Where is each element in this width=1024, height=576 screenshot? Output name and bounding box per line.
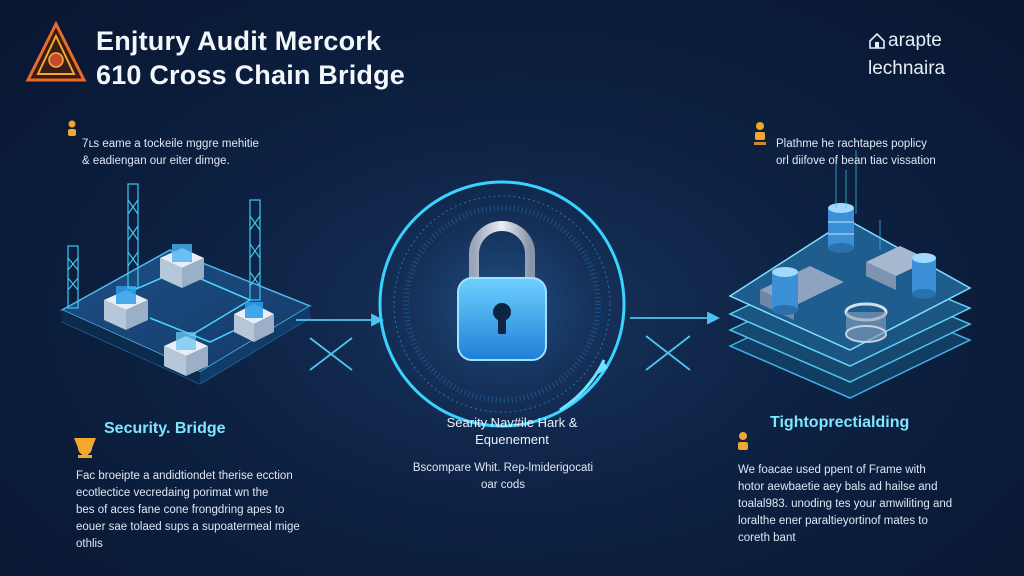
storage-cylinder bbox=[828, 203, 854, 253]
note-line: Bscompare Whit. Rep-lmiderigocati bbox=[412, 462, 594, 474]
note-top-left: 7ւs eame a tockeile mggre mehitie & eadi… bbox=[82, 136, 259, 170]
brand-block: arapte lechnaira bbox=[868, 30, 988, 80]
note-line: ecotlectice vecredaing porimat wn the bbox=[76, 487, 269, 499]
note-line: coreth bant bbox=[738, 532, 796, 544]
storage-cylinder bbox=[772, 267, 798, 315]
note-bottom-left: Fac broeipte a andidtiondet therise ecct… bbox=[76, 468, 300, 553]
note-line: toalal983. unoding tes your amwiliting a… bbox=[738, 498, 953, 510]
trophy-icon bbox=[74, 438, 96, 458]
note-line: orl diifove of bean tiac vissation bbox=[776, 155, 936, 167]
note-top-right: Plathme he rachtapes poplicy orl diifove… bbox=[776, 136, 936, 170]
person-icon bbox=[738, 432, 748, 450]
security-ring bbox=[378, 180, 626, 428]
node-cube bbox=[164, 332, 208, 376]
note-line: Plathme he rachtapes poplicy bbox=[776, 138, 927, 150]
note-line: We foacae used ppent of Frame with bbox=[738, 464, 926, 476]
brand-name-line-2: lechnaira bbox=[868, 58, 946, 79]
lattice-tower bbox=[67, 183, 261, 309]
note-line: bes of aces fane cone frongdring apes to bbox=[76, 504, 285, 516]
heading-right: Tightoprectialding bbox=[770, 414, 910, 431]
note-bottom-right: We foacae used ppent of Frame with hotor… bbox=[738, 462, 952, 547]
page-title-line-2: 610 Cross Chain Bridge bbox=[96, 60, 405, 90]
note-line: othlis bbox=[76, 538, 103, 550]
brand-name-line-1: arapte bbox=[888, 30, 942, 51]
note-line: eouer sae tolaed sups a supoatermeal mig… bbox=[76, 521, 300, 533]
note-line: & eadiengan our eiter dimge. bbox=[82, 155, 230, 167]
lock-icon bbox=[457, 221, 547, 361]
left-bridge-platform bbox=[60, 183, 312, 385]
ring-cylinder bbox=[844, 302, 888, 343]
heading-security-middle: Searity Nav#ile Hark & Equenement bbox=[446, 415, 578, 447]
storage-cylinder bbox=[912, 253, 936, 299]
note-bottom-middle: Bscompare Whit. Rep-lmiderigocati oar co… bbox=[412, 460, 594, 494]
note-line: Fac broeipte a andidtiondet therise ecct… bbox=[76, 470, 293, 482]
brand-house-icon bbox=[869, 32, 885, 49]
heading-security-bridge: Security. Bridge bbox=[104, 420, 226, 437]
note-line: hotor aewbaetie aey bals ad hailse and bbox=[738, 481, 938, 493]
page-title-line-1: Enjtury Audit Mercork bbox=[96, 26, 382, 56]
right-stack-platform bbox=[728, 150, 972, 399]
triangle-logo-icon bbox=[25, 20, 87, 82]
person-icon bbox=[754, 122, 766, 145]
note-line: loralthe ener paraltieyortinof mates to bbox=[738, 515, 928, 527]
right-connector bbox=[630, 311, 721, 371]
note-line: 7ւs eame a tockeile mggre mehitie bbox=[82, 138, 259, 150]
node-cube bbox=[160, 244, 204, 288]
person-icon bbox=[68, 120, 76, 136]
node-cube bbox=[104, 286, 148, 330]
left-connector bbox=[296, 313, 385, 371]
node-cube bbox=[234, 302, 274, 342]
note-line: oar cods bbox=[480, 479, 526, 491]
